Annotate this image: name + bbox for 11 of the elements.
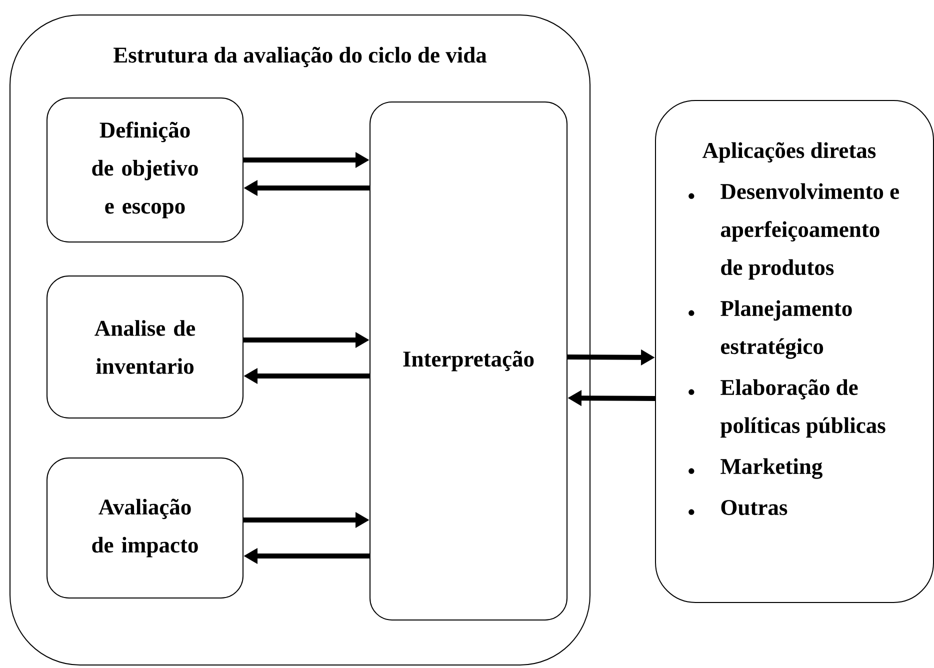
- process-box: Avaliação de impacto: [46, 458, 244, 598]
- process-box: Definição de objetivo e escopo: [46, 98, 244, 242]
- list-item: Elaboração de políticas públicas: [720, 379, 886, 438]
- list-item: Planejamento estratégico: [720, 300, 852, 359]
- box-heading: Aplicações diretas: [702, 142, 876, 163]
- list-item: Outras: [721, 500, 788, 516]
- list-box: [655, 100, 934, 603]
- list-item: Marketing: [720, 458, 822, 479]
- list-item: Desenvolvimento e aperfeiçoamento de produtos: [720, 183, 899, 280]
- process-box: Interpretação: [370, 102, 568, 620]
- process-box: Analise de inventario: [46, 276, 244, 418]
